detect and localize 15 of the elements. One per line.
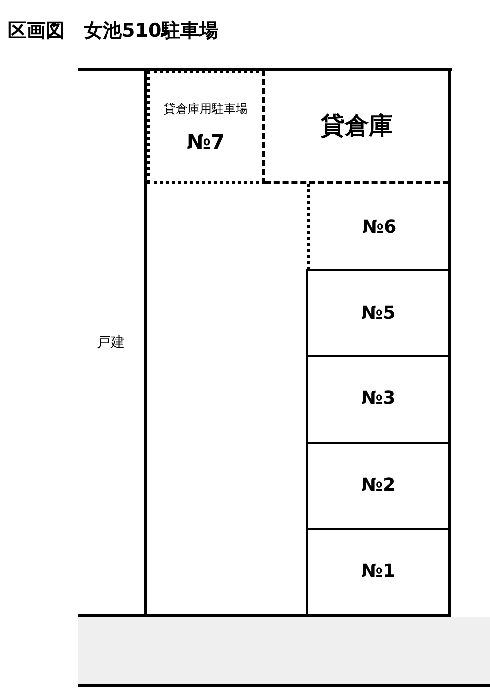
area-label: 貸倉庫用駐車場 — [164, 100, 248, 118]
parking-space — [306, 442, 449, 530]
space-label: №3 — [361, 388, 396, 409]
space-label: №1 — [361, 561, 396, 582]
area-label: 戸建 — [97, 334, 125, 352]
parking-space — [306, 269, 449, 357]
title: 区画図 女池510駐車場 — [8, 19, 219, 44]
parking-space — [147, 70, 265, 184]
space-label: №6 — [362, 216, 397, 238]
parking-space — [306, 355, 449, 444]
space-label: №2 — [361, 474, 396, 496]
space-label: №5 — [361, 302, 396, 324]
road-band — [78, 617, 490, 684]
space-label: 貸倉庫 — [321, 110, 393, 142]
space-label: №7 — [187, 130, 225, 154]
